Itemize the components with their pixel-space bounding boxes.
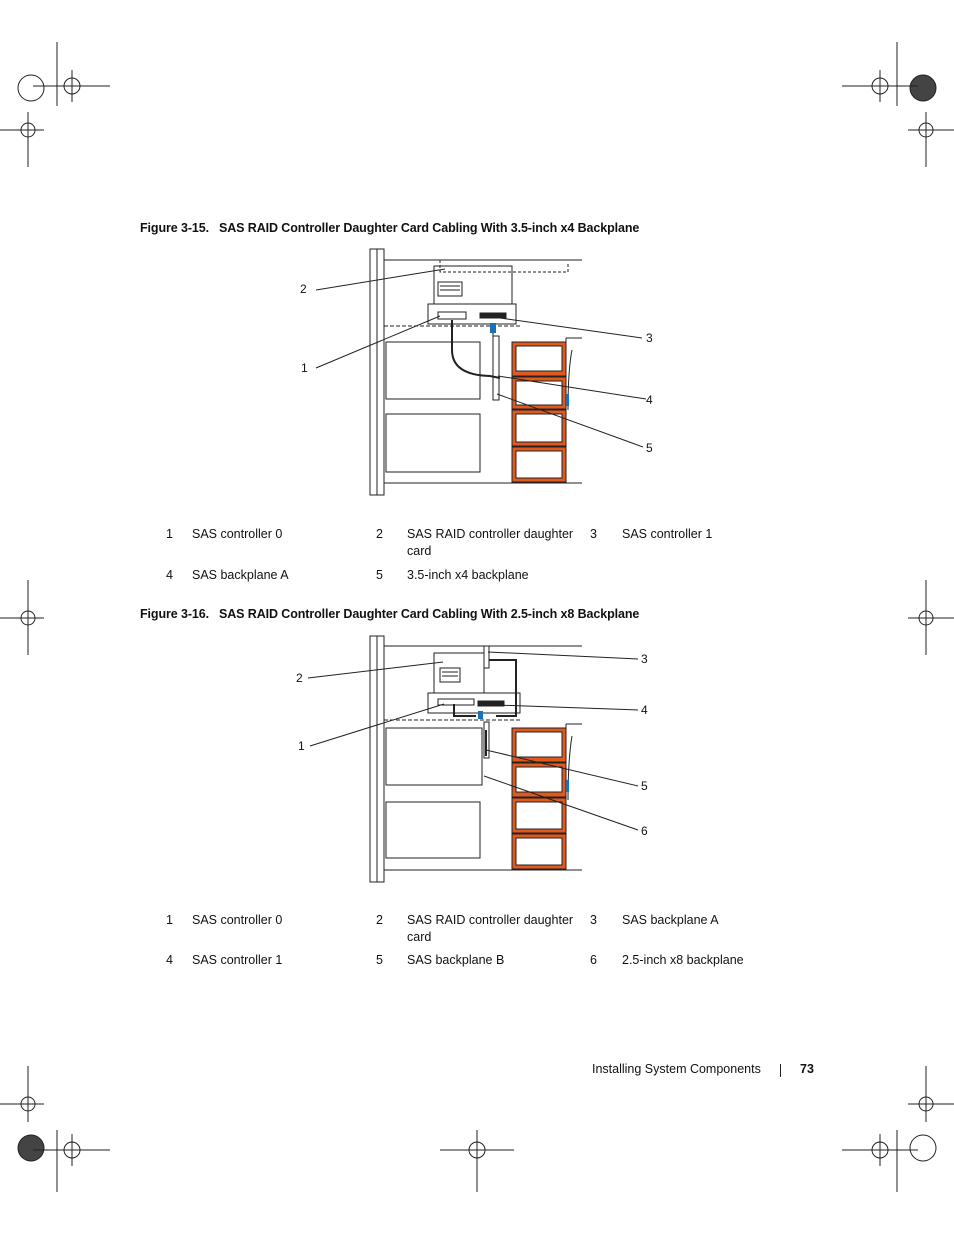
legend-number: 1 [166,527,173,541]
legend-label: SAS RAID controller daughter card [407,913,574,944]
legend-number: 5 [376,568,383,582]
figure-title: SAS RAID Controller Daughter Card Cablin… [219,607,640,621]
legend-number: 4 [166,953,173,967]
callout-5: 5 [641,779,648,793]
legend-label: SAS RAID controller daughter card [407,527,574,558]
legend-number: 4 [166,568,173,582]
legend-label: SAS backplane A [192,568,289,582]
footer-section-title: Installing System Components [592,1062,761,1076]
legend-number: 1 [166,913,173,927]
legend-label: SAS controller 0 [192,527,283,541]
legend-number: 6 [590,953,597,967]
legend-label: 3.5-inch x4 backplane [407,568,529,582]
legend-number: 3 [590,527,597,541]
callout-1: 1 [298,739,305,753]
legend-label: SAS controller 1 [192,953,283,967]
legend-number: 2 [376,913,383,927]
legend-label: 2.5-inch x8 backplane [622,953,744,967]
figure-title: SAS RAID Controller Daughter Card Cablin… [219,221,640,235]
footer-divider [780,1064,781,1077]
legend-label: SAS controller 1 [622,527,713,541]
callout-5: 5 [646,441,653,455]
callout-2: 2 [300,282,307,296]
legend-label: SAS controller 0 [192,913,283,927]
callout-1: 1 [301,361,308,375]
figure-caption: Figure 3-15. SAS RAID Controller Daughter… [140,221,639,235]
page-number: 73 [800,1062,814,1076]
figure-number: Figure 3-16. [140,607,209,621]
legend-label: SAS backplane B [407,953,505,967]
connector-blue [490,323,496,333]
callout-3: 3 [641,652,648,666]
legend-number: 3 [590,913,597,927]
callout-6: 6 [641,824,648,838]
callout-3: 3 [646,331,653,345]
figure-caption: Figure 3-16. SAS RAID Controller Daughter… [140,607,639,621]
callout-4: 4 [646,393,653,407]
callout-2: 2 [296,671,303,685]
legend-number: 5 [376,953,383,967]
callout-4: 4 [641,703,648,717]
legend-number: 2 [376,527,383,541]
legend-label: SAS backplane A [622,913,719,927]
figure-number: Figure 3-15. [140,221,209,235]
